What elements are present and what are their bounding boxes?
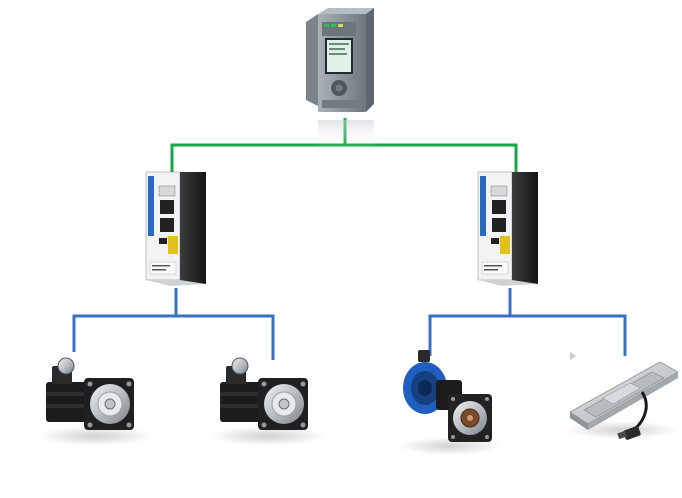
fieldbus-line	[345, 143, 518, 172]
servo-drive-icon	[477, 171, 538, 286]
motor-links	[72, 288, 627, 360]
servo-motor-icon	[37, 357, 153, 446]
motor-cable-line	[72, 288, 178, 352]
plc-controller-icon	[306, 8, 374, 148]
rotary-motor-icon	[398, 350, 502, 455]
servo-drive-icon	[145, 171, 206, 286]
motor-cable-line	[176, 314, 275, 360]
servo-motor-icon	[210, 357, 326, 446]
motor-cable-line	[428, 288, 512, 356]
linear-actuator-icon	[564, 352, 680, 440]
motor-cable-line	[510, 314, 627, 356]
